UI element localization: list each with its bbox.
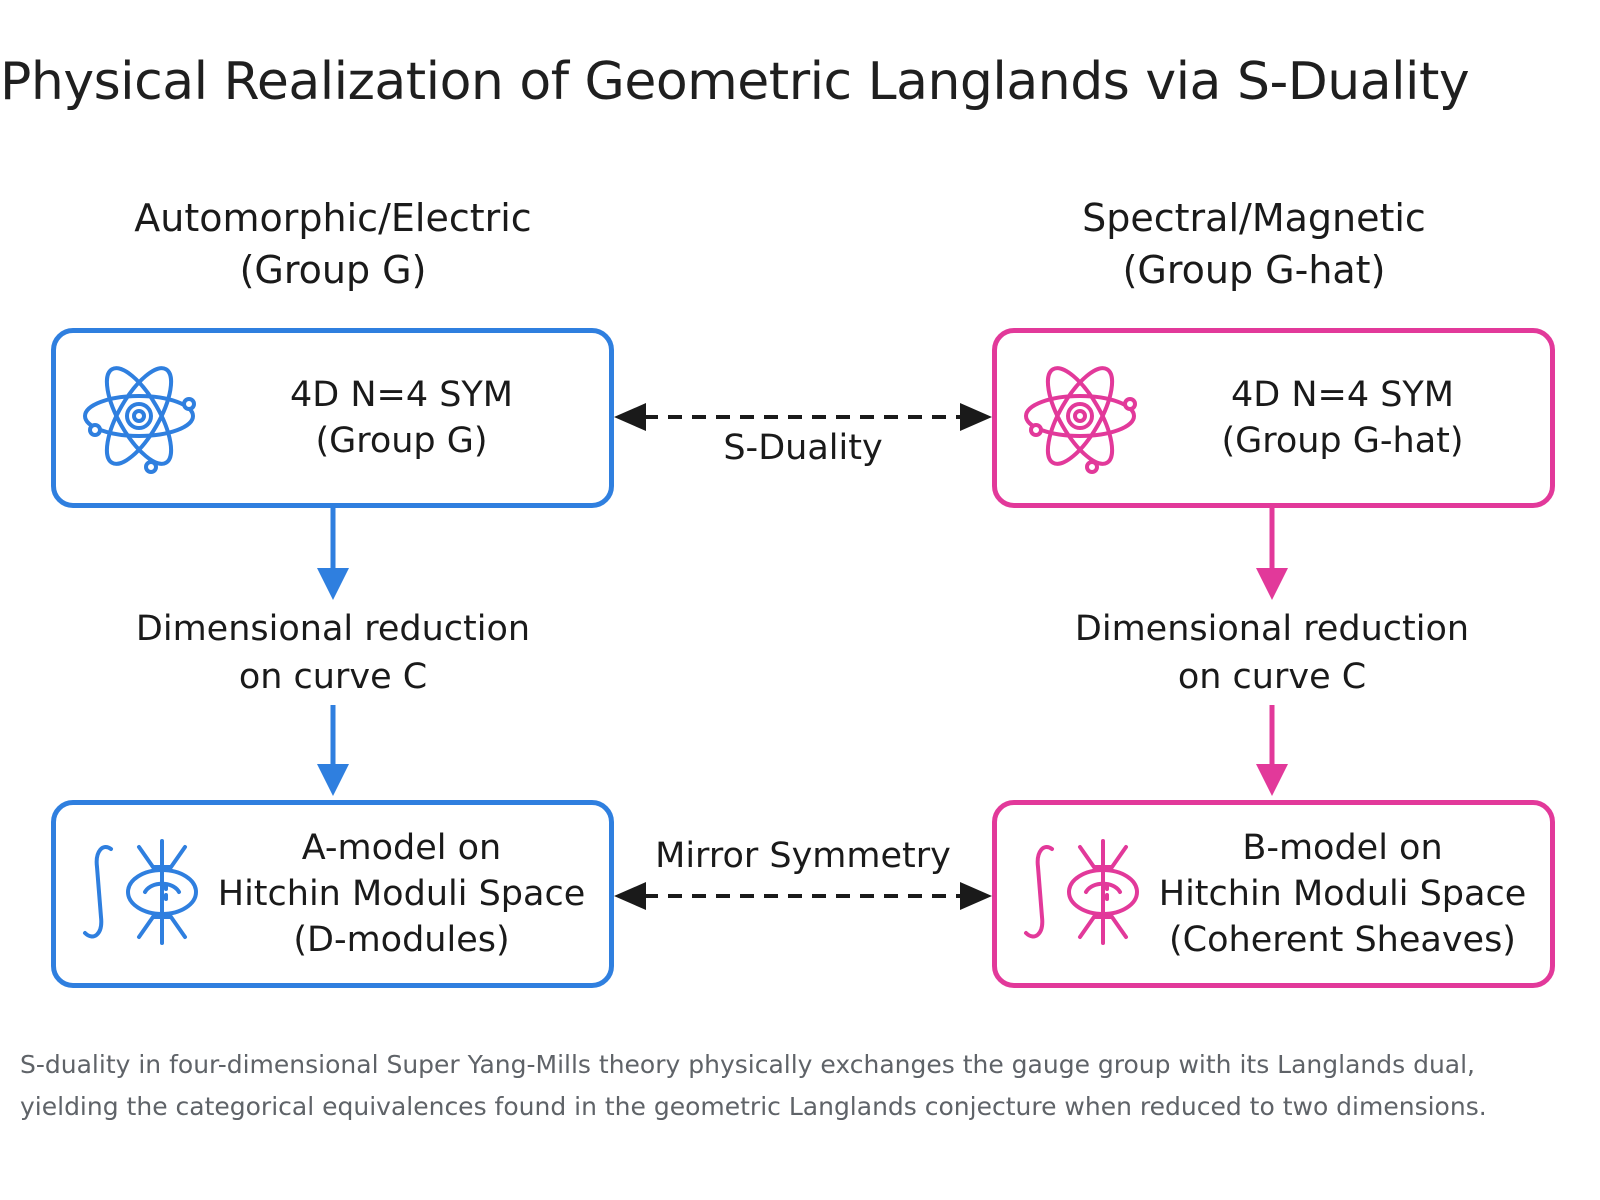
caption-line2: yielding the categorical equivalences fo… (20, 1092, 1487, 1121)
right-reduction-line1: Dimensional reduction (1074, 609, 1470, 649)
integral-manifold-icon (81, 837, 207, 951)
magnetic-sym-box: 4D N=4 SYM (Group G-hat) (992, 328, 1555, 508)
left-heading-line1: Automorphic/Electric (134, 196, 532, 240)
atom-icon (81, 354, 197, 482)
electric-sym-label: 4D N=4 SYM (Group G) (206, 372, 597, 464)
a-model-box: A-model on Hitchin Moduli Space (D-modul… (51, 800, 614, 988)
a-model-line3: (D-modules) (293, 920, 510, 960)
b-model-line1: B-model on (1242, 828, 1443, 868)
left-reduction-line1: Dimensional reduction (135, 609, 531, 649)
right-reduction-arrow (1256, 508, 1288, 796)
b-model-line3: (Coherent Sheaves) (1169, 920, 1516, 960)
magnetic-sym-line1: 4D N=4 SYM (1230, 375, 1455, 415)
b-model-line2: Hitchin Moduli Space (1158, 874, 1527, 914)
left-reduction-arrow (317, 508, 349, 796)
left-reduction-line2: on curve C (238, 657, 428, 697)
right-column-heading: Spectral/Magnetic (Group G-hat) (974, 192, 1534, 296)
right-reduction-label: Dimensional reduction on curve C (992, 605, 1552, 701)
a-model-line1: A-model on (301, 828, 502, 868)
s-duality-label: S-Duality (723, 428, 883, 468)
right-reduction-line2: on curve C (1177, 657, 1367, 697)
a-model-label: A-model on Hitchin Moduli Space (D-modul… (206, 825, 597, 963)
magnetic-sym-line2: (Group G-hat) (1221, 421, 1464, 461)
caption-line1: S-duality in four-dimensional Super Yang… (20, 1050, 1476, 1079)
electric-sym-line1: 4D N=4 SYM (289, 375, 514, 415)
integral-manifold-icon (1022, 837, 1148, 951)
s-duality-arrow (614, 403, 992, 431)
left-heading-line2: (Group G) (239, 248, 427, 292)
right-heading-line2: (Group G-hat) (1122, 248, 1386, 292)
figure-caption: S-duality in four-dimensional Super Yang… (20, 1044, 1580, 1128)
b-model-box: B-model on Hitchin Moduli Space (Coheren… (992, 800, 1555, 988)
magnetic-sym-label: 4D N=4 SYM (Group G-hat) (1147, 372, 1538, 464)
mirror-symmetry-label: Mirror Symmetry (655, 836, 951, 876)
electric-sym-box: 4D N=4 SYM (Group G) (51, 328, 614, 508)
a-model-line2: Hitchin Moduli Space (217, 874, 586, 914)
page-title: Physical Realization of Geometric Langla… (0, 52, 1470, 112)
b-model-label: B-model on Hitchin Moduli Space (Coheren… (1147, 825, 1538, 963)
right-heading-line1: Spectral/Magnetic (1082, 196, 1426, 240)
atom-icon (1022, 354, 1138, 482)
mirror-symmetry-arrow (614, 882, 992, 910)
electric-sym-line2: (Group G) (315, 421, 488, 461)
left-reduction-label: Dimensional reduction on curve C (53, 605, 613, 701)
left-column-heading: Automorphic/Electric (Group G) (53, 192, 613, 296)
